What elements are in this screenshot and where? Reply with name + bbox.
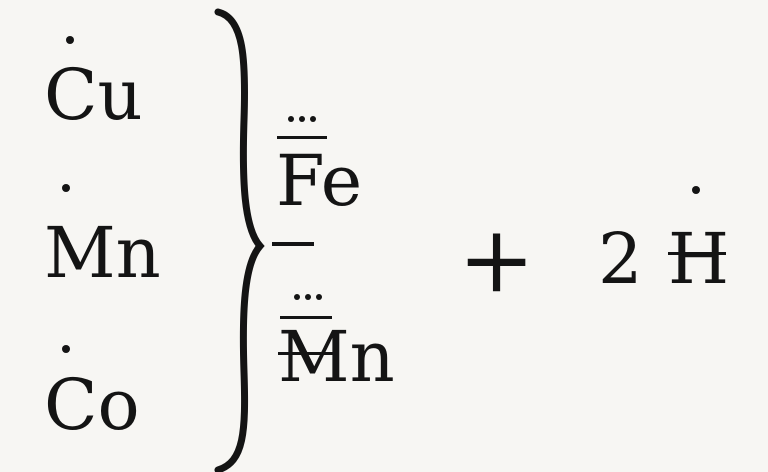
valence-dot-cu bbox=[66, 36, 74, 44]
valence-dot-mn-right-2 bbox=[305, 294, 311, 300]
element-co: Co bbox=[44, 364, 140, 446]
overbar-fe bbox=[277, 136, 327, 139]
element-mn-right: Mn bbox=[278, 316, 395, 398]
valence-dot-mn-left bbox=[62, 184, 70, 192]
valence-dot-fe-3 bbox=[310, 116, 316, 122]
coefficient: 2 bbox=[598, 218, 643, 300]
valence-dot-mn-right-1 bbox=[294, 294, 300, 300]
plus-sign: + bbox=[458, 206, 536, 313]
element-fe: Fe bbox=[276, 140, 363, 222]
valence-dot-h bbox=[692, 186, 700, 194]
strike-h bbox=[668, 252, 726, 255]
overbar-mn-right bbox=[280, 316, 332, 319]
valence-dot-fe-2 bbox=[299, 116, 305, 122]
valence-dot-fe-1 bbox=[288, 116, 294, 122]
valence-dot-mn-right-3 bbox=[316, 294, 322, 300]
strike-mn-right bbox=[278, 352, 334, 355]
element-mn-left: Mn bbox=[44, 212, 161, 294]
element-h: H bbox=[668, 218, 730, 300]
separator-dash bbox=[272, 242, 314, 246]
valence-dot-co bbox=[62, 345, 70, 353]
right-curly-brace bbox=[214, 8, 265, 472]
element-cu: Cu bbox=[44, 54, 143, 136]
